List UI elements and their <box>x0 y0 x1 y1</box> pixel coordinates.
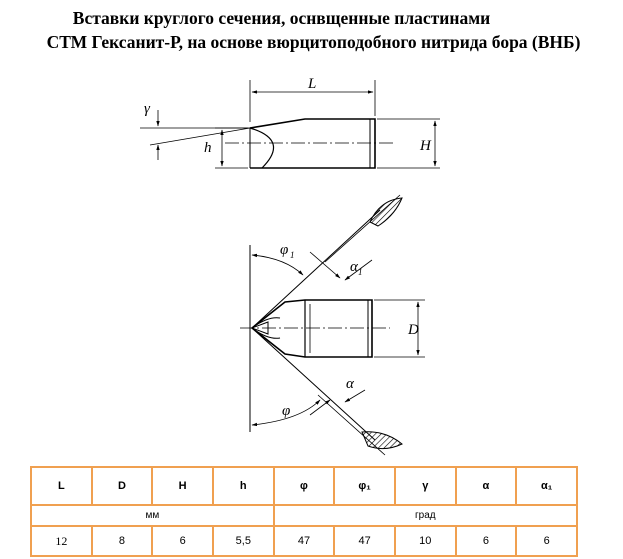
value-alpha: 6 <box>454 525 518 557</box>
header-phi: φ <box>272 466 336 506</box>
chip-upper <box>369 197 403 227</box>
value-H: 6 <box>151 525 214 557</box>
units-mm: мм <box>30 504 275 527</box>
title-line-1: Вставки круглого сечения, оснвщенные пла… <box>72 8 491 28</box>
values-row: 12 8 6 5,5 47 47 10 6 6 <box>30 525 578 557</box>
value-L: 12 <box>30 525 93 557</box>
header-D: D <box>90 466 154 506</box>
label-phi: φ <box>282 403 290 419</box>
header-H: H <box>151 466 214 506</box>
value-alpha1: 6 <box>515 525 578 557</box>
header-L: L <box>30 466 93 506</box>
chip-lower <box>361 431 403 450</box>
header-phi1: φ₁ <box>333 466 396 506</box>
header-alpha: α <box>454 466 518 506</box>
label-alpha1-sub: 1 <box>358 267 363 277</box>
header-h: h <box>211 466 275 506</box>
value-h: 5,5 <box>211 525 275 557</box>
value-D: 8 <box>90 525 154 557</box>
units-deg: град <box>272 504 579 527</box>
label-H: H <box>419 138 432 154</box>
value-phi: 47 <box>272 525 336 557</box>
value-phi1: 47 <box>333 525 396 557</box>
plan-view <box>240 194 425 456</box>
spec-table: L D H h φ φ₁ γ α α₁ мм град 12 8 6 5,5 4… <box>30 466 579 557</box>
label-phi1-sub: 1 <box>290 250 295 260</box>
header-gamma: γ <box>393 466 457 506</box>
header-row: L D H h φ φ₁ γ α α₁ <box>30 466 578 506</box>
technical-drawing: L H h γ φ 1 α 1 D <box>140 76 440 456</box>
value-gamma: 10 <box>393 525 457 557</box>
units-row: мм град <box>30 504 579 527</box>
label-alpha: α <box>346 376 355 392</box>
label-D: D <box>407 322 419 338</box>
label-phi1: φ <box>280 242 288 258</box>
label-gamma: γ <box>144 101 151 117</box>
label-alpha1: α <box>350 259 359 275</box>
label-L: L <box>307 76 316 92</box>
side-view <box>140 80 440 169</box>
label-h: h <box>204 140 212 156</box>
title-line-2: СТМ Гексанит-Р, на основе вюрцитоподобно… <box>46 32 581 52</box>
header-alpha1: α₁ <box>515 466 578 506</box>
